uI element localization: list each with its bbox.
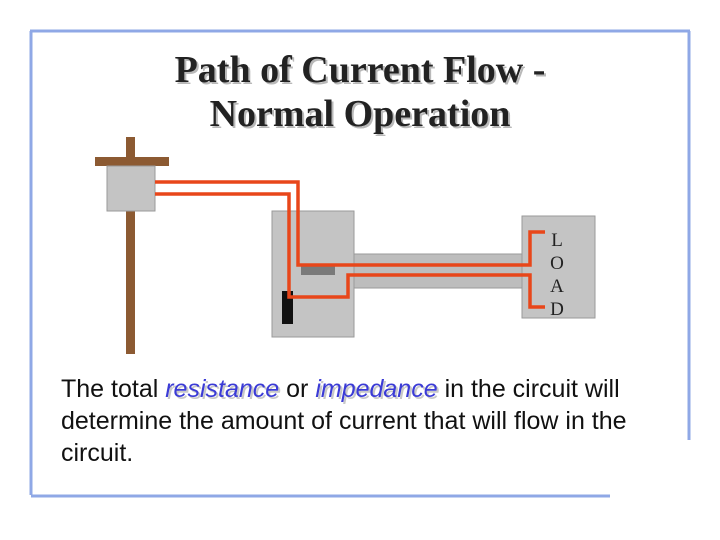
load-letter: A <box>550 276 564 297</box>
body-paragraph: The total resistance or impedance in the… <box>61 373 681 469</box>
load-letter: L <box>551 230 563 251</box>
slide-title: Path of Current Flow - Normal Operation <box>60 48 660 136</box>
load-label: L O A D <box>546 229 568 321</box>
load-letter: D <box>550 299 564 320</box>
wire-inner <box>155 192 545 309</box>
body-text-part: in the circuit will determine the amount… <box>61 375 627 467</box>
pole-post <box>126 137 135 354</box>
term-impedance: impedance <box>315 375 438 403</box>
wire-outer <box>155 180 545 267</box>
conduit <box>353 253 525 289</box>
term-resistance: resistance <box>165 375 280 403</box>
body-text-part: The total <box>61 375 166 403</box>
breaker-switch <box>301 264 335 275</box>
body-text-part: or <box>279 375 316 403</box>
load-letter: O <box>550 253 564 274</box>
breaker-handle <box>282 291 293 324</box>
title-line-2: Normal Operation <box>209 93 511 135</box>
pole-transformer <box>106 165 156 212</box>
title-line-1: Path of Current Flow - <box>174 49 546 91</box>
